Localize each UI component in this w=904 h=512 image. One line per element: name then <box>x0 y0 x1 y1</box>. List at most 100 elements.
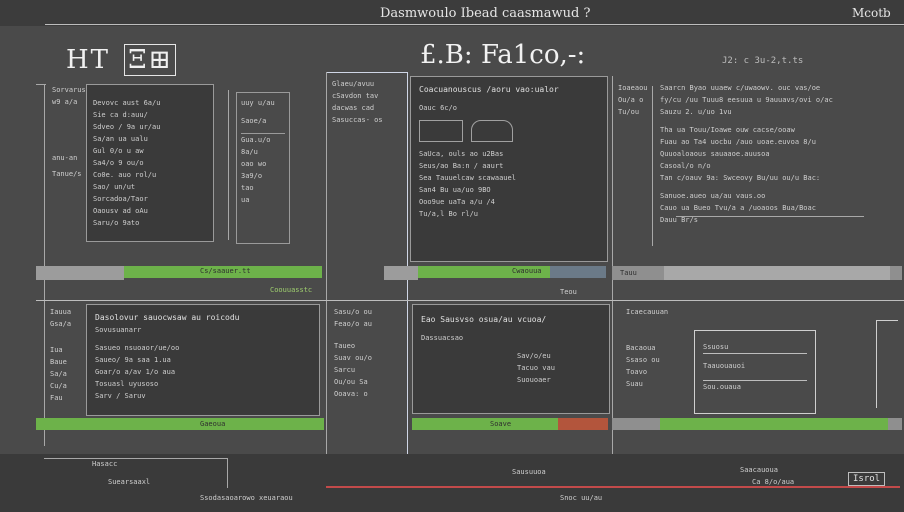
panel-b-top-border <box>326 72 408 73</box>
lower-b-sidebar: Sasu/o ou Feao/o au Taueo Suav ou/o Sarc… <box>334 306 372 400</box>
lower-c-side-item[interactable]: Suau <box>626 380 643 388</box>
panel-b-line: Seus/ao Ba:n / aaurt <box>419 162 504 170</box>
panel-b-line: Oauc 6c/o <box>419 104 457 112</box>
lower-b-line: Tacuo vau <box>517 364 555 372</box>
panel-b-side-item[interactable]: Sasuccas- os <box>332 116 383 124</box>
lower-a-side-item[interactable]: Gsa/a <box>50 320 72 328</box>
lower-a-line: Sarv / Saruv <box>95 392 146 400</box>
title-divider <box>45 24 904 25</box>
lower-c-side-item[interactable]: Bacaoua <box>626 344 656 352</box>
footer-b-label2: Snoc uu/au <box>560 494 603 502</box>
lower-b-progress-error <box>558 418 608 430</box>
panel-c-line: Dauu Br/s <box>660 216 698 224</box>
panel-b-progress-fill <box>418 266 550 278</box>
panel-b-thumb[interactable] <box>419 120 463 142</box>
lower-c-action-button[interactable]: Isrol <box>848 472 886 486</box>
footer-a-edge <box>227 458 228 488</box>
lower-b-panel: Eao Sausvso osua/au vcuoa/ Dassuacsao Sa… <box>412 304 610 414</box>
panel-a-progress-track <box>36 266 124 280</box>
lower-b-side-item[interactable]: Sarcu <box>334 366 356 374</box>
panel-a-side-item[interactable]: w9 a/a <box>52 98 78 106</box>
panel-a-side-item[interactable]: anu-an <box>52 154 78 162</box>
lower-a-side-item[interactable]: Baue <box>50 358 67 366</box>
lower-a-side-item[interactable]: Sa/a <box>50 370 67 378</box>
panel-c-line: Fuau ao Ta4 uocbu /auo uoae.euvoa 8/u <box>660 138 816 146</box>
lower-b-side-item[interactable]: Feao/o au <box>334 320 372 328</box>
window-title: Dasmwoulo Ibead caasmawud ? <box>380 6 591 21</box>
panel-b-under-label: Teou <box>560 288 577 296</box>
lower-b-side-item[interactable]: Suav ou/o <box>334 354 372 362</box>
lower-a-line: Saueo/ 9a saa 1.ua <box>95 356 171 364</box>
panel-c-line: Tha ua Touu/Ioawe ouw cacse/ooaw <box>660 126 795 134</box>
error-indicator-line <box>326 486 900 488</box>
lower-a-line: Tosuasl uyusoso <box>95 380 159 388</box>
lower-c-card[interactable]: Ssuosu Taauouauoi Sou.ouaua <box>694 330 816 414</box>
panel-c-content: Saarcn Byao uuaew c/uwaowv. ouc vas/oe f… <box>660 82 833 226</box>
footer-a-label2: Suearsaaxl <box>108 478 151 486</box>
panel-b-left-border <box>326 72 327 482</box>
lower-c-side-item[interactable]: Icaecauuan <box>626 308 669 316</box>
panel-b-side-header: Glaeu/avuu <box>332 80 375 88</box>
panel-a-row[interactable]: Sie ca d:auu/ <box>93 111 148 119</box>
menu-button[interactable]: Mcotb <box>852 6 891 20</box>
lower-c-side-item[interactable]: Toavo <box>626 368 648 376</box>
logo-mark: ΗΤ <box>66 45 111 75</box>
lower-a-line: Sovusuanarr <box>95 326 142 334</box>
panel-b-line: Coacuanouscus /aoru vao:ualor <box>419 85 559 94</box>
panel-a-sidebar: Sorvarusa w9 a/a anu-an Tanue/s <box>52 84 90 180</box>
panel-a-row[interactable]: Devovc aust 6a/u <box>93 99 161 107</box>
lower-c-side-item[interactable]: Ssaso ou <box>626 356 660 364</box>
panel-a-card: uuy u/au Saoe/a Gua.u/o 8a/u oao wo 3a9/… <box>236 92 290 244</box>
lower-a-side-item[interactable]: Iua <box>50 346 63 354</box>
panel-c-line: fy/cu /uu Tuuu8 eesuua u 9auuavs/ovi o/a… <box>660 96 833 104</box>
panel-a-left-border <box>44 84 45 446</box>
panel-a-row[interactable]: Sa4/o 9 ou/o <box>93 159 144 167</box>
panel-b-sidebar: Glaeu/avuu cSavdon tav dacwas cad Sasucc… <box>332 78 383 126</box>
panel-b-rail-item[interactable]: Ou/a o <box>618 96 644 104</box>
lower-b-side-item[interactable]: Taueo <box>334 342 356 350</box>
panel-a-divider <box>228 90 229 240</box>
panel-a-row[interactable]: Co0e. auo rol/u <box>93 171 157 179</box>
lower-b-side-item[interactable]: Ooava: o <box>334 390 368 398</box>
panel-c-line: Tan c/oauv 9a: Swceovy Bu/uu ou/u Bac: <box>660 174 821 182</box>
panel-b-rail-item[interactable]: Tu/ou <box>618 108 640 116</box>
lower-b-side-item[interactable]: Sasu/o ou <box>334 308 372 316</box>
panel-b-line: Sea Tauuelcaw scawaauel <box>419 174 516 182</box>
panel-a-row[interactable]: Sa/an ua ualu <box>93 135 148 143</box>
lower-a-side-item[interactable]: Fau <box>50 394 63 402</box>
panel-c-line: Casoal/o n/o <box>660 162 711 170</box>
panel-c-line: Cauo ua Bueo Tvu/a a /uoaoos Bua/Boac <box>660 204 816 212</box>
panel-a-row[interactable]: Saru/o 9ato <box>93 219 140 227</box>
page-heading: £.B: Fa1co,-: <box>420 40 586 70</box>
panel-b-thumb[interactable] <box>471 120 513 142</box>
lower-a-side-item[interactable]: Cu/a <box>50 382 67 390</box>
lower-c-card-line: Sou.ouaua <box>703 380 807 393</box>
panel-a-list: Devovc aust 6a/u Sie ca d:auu/ Sdveo / 9… <box>86 84 214 242</box>
panel-b-right-rail: Ioaeaou Ou/a o Tu/ou <box>618 82 648 118</box>
panel-a-card-item: oao wo <box>241 160 267 168</box>
panel-a-row[interactable]: Sdveo / 9a ur/au <box>93 123 161 131</box>
lower-b-side-item[interactable]: Ou/ou Sa <box>334 378 368 386</box>
panel-a-side-item[interactable]: Sorvarusa <box>52 86 90 94</box>
panel-c-progress-label: Tauu <box>620 269 637 277</box>
panel-b-progress-tail <box>550 266 606 278</box>
lower-c-progress-fill <box>660 418 888 430</box>
lower-b-line: Sav/o/eu <box>517 352 551 360</box>
panel-b-side-item[interactable]: cSavdon tav <box>332 92 379 100</box>
footer-c-label2: Ca 8/o/aua <box>752 478 795 486</box>
lower-c-card-line: Taauouauoi <box>703 362 746 370</box>
panel-a-side-item[interactable]: Tanue/s <box>52 170 82 178</box>
panel-a-footer-link[interactable]: Coouuasstc <box>270 286 313 294</box>
panel-b-side-item[interactable]: dacwas cad <box>332 104 375 112</box>
panel-a-row[interactable]: Oaousv ad oAu <box>93 207 148 215</box>
panel-b-line: SaUca, ouls ao u2Bas <box>419 150 504 158</box>
lower-b-line: Suouoaer <box>517 376 551 384</box>
panel-a-row[interactable]: Sorcadoa/Taor <box>93 195 148 203</box>
panel-a-card-item: 8a/u <box>241 148 258 156</box>
lower-a-side-item[interactable]: Iauua <box>50 308 72 316</box>
panel-c-line: Quuoaloaous sauaaoe.auusoa <box>660 150 770 158</box>
panel-a-row[interactable]: Gul 0/o u aw <box>93 147 144 155</box>
panel-b-rail-item[interactable]: Ioaeaou <box>618 84 648 92</box>
panel-a-row[interactable]: Sao/ un/ut <box>93 183 136 191</box>
footer-strip <box>0 454 904 512</box>
